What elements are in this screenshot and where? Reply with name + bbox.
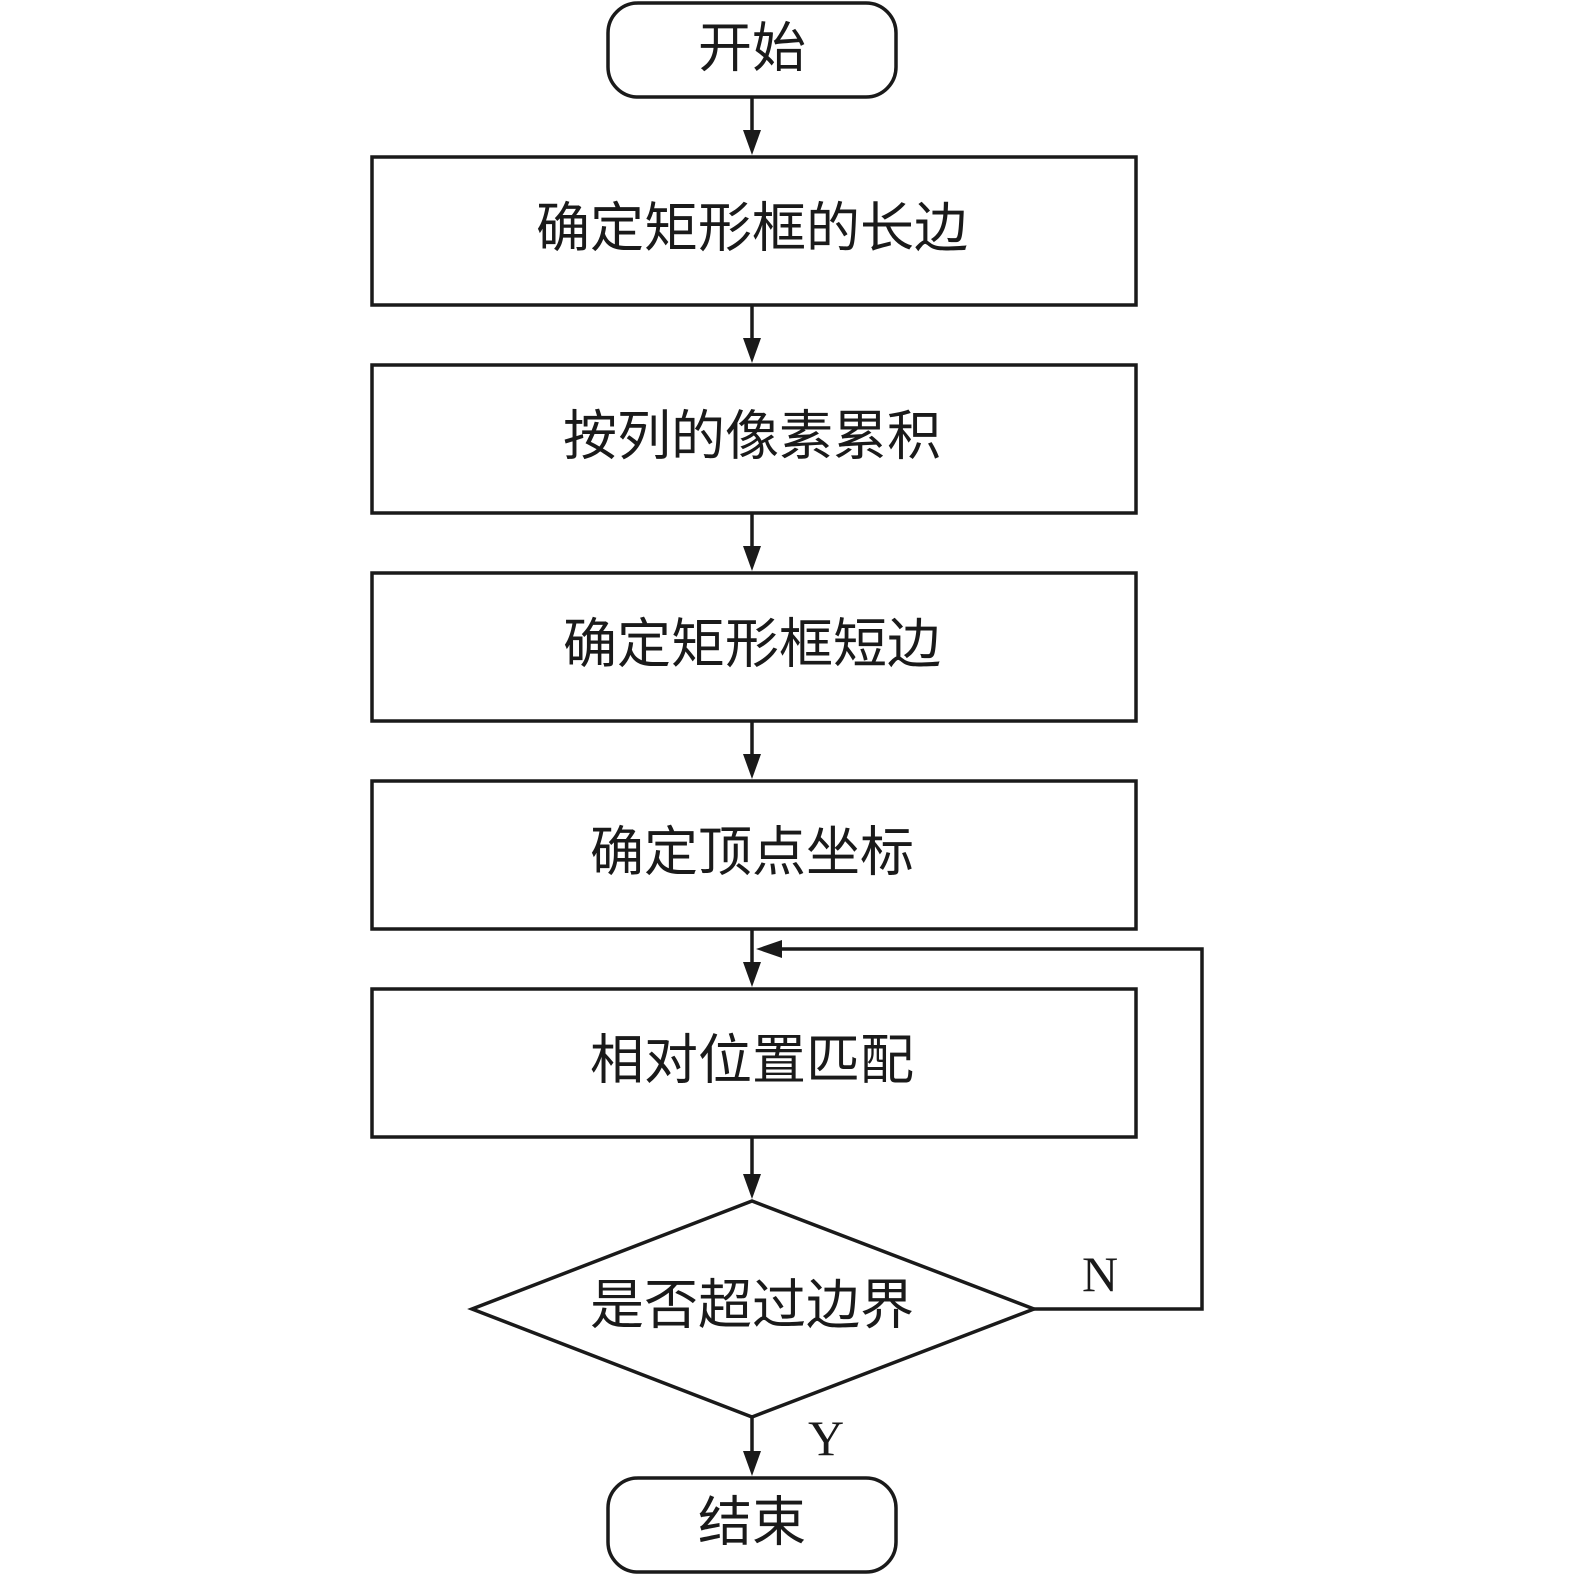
- connector-step-3-to-step-4: [743, 721, 761, 779]
- process-step-3: 确定矩形框短边: [370, 571, 1138, 723]
- connector-step-4-to-step-5: [743, 929, 761, 987]
- process-step-4-label: 确定顶点坐标: [590, 821, 914, 884]
- start-label: 开始: [698, 17, 806, 80]
- process-step-4: 确定顶点坐标: [370, 779, 1138, 931]
- decision-label: 是否超过边界: [590, 1274, 914, 1337]
- connector-step-1-to-step-2: [743, 305, 761, 363]
- start-node: 开始: [606, 1, 898, 99]
- process-step-5-label: 相对位置匹配: [590, 1029, 914, 1092]
- end-label: 结束: [698, 1491, 806, 1554]
- process-step-2-label: 按列的像素累积: [563, 405, 941, 468]
- branch-label-no: N: [1082, 1246, 1118, 1302]
- process-step-1-label: 确定矩形框的长边: [536, 197, 968, 260]
- connector-decision-to-end: [743, 1417, 761, 1476]
- connector-step-2-to-step-3: [743, 513, 761, 571]
- connector-step-5-to-decision: [743, 1137, 761, 1199]
- branch-label-yes: Y: [808, 1410, 844, 1466]
- end-node: 结束: [606, 1476, 898, 1574]
- connector-decision-no-loop: [756, 940, 1204, 1311]
- decision-node: 是否超过边界: [467, 1199, 1039, 1419]
- connector-start-to-step-1: [743, 97, 761, 155]
- process-step-2: 按列的像素累积: [370, 363, 1138, 515]
- process-step-3-label: 确定矩形框短边: [563, 613, 941, 676]
- process-step-1: 确定矩形框的长边: [370, 155, 1138, 307]
- process-step-5: 相对位置匹配: [370, 987, 1138, 1139]
